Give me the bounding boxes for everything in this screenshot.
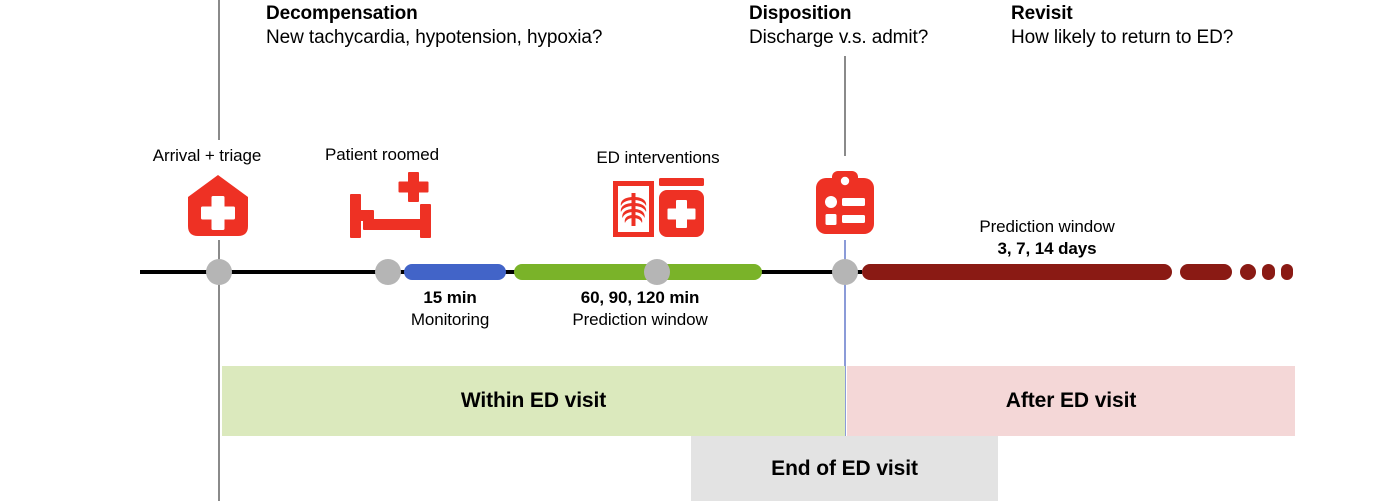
- guide-line-arrival-bottom: [218, 240, 220, 501]
- timeline-node-arrival: [206, 259, 232, 285]
- label-line-2: Prediction window: [572, 310, 708, 330]
- annotation-subtitle: How likely to return to ED?: [1011, 27, 1234, 49]
- segment-post-ed-dot-2: [1262, 264, 1275, 280]
- hospital-icon: [185, 174, 251, 238]
- guide-line-disposition-top: [844, 56, 846, 156]
- label-monitoring-window: 15 min Monitoring: [411, 287, 489, 331]
- timeline-node-roomed: [375, 259, 401, 285]
- annotation-title: Revisit: [1011, 3, 1073, 24]
- annotation-subtitle: Discharge v.s. admit?: [749, 27, 929, 49]
- annotation-decompensation: Decompensation New tachycardia, hypotens…: [266, 2, 602, 51]
- label-line-1: 15 min: [423, 288, 477, 307]
- band-end-of-ed-visit: End of ED visit: [691, 436, 998, 501]
- annotation-title: Disposition: [749, 3, 852, 24]
- segment-post-ed-dash-1: [1180, 264, 1232, 280]
- band-after-ed-visit: After ED visit: [847, 366, 1295, 436]
- label-line-1: 60, 90, 120 min: [580, 288, 700, 307]
- event-label-arrival-triage: Arrival + triage: [152, 146, 262, 165]
- segment-post-ed-dot-1: [1240, 264, 1256, 280]
- band-within-ed-visit: Within ED visit: [222, 366, 845, 436]
- annotation-revisit: Revisit How likely to return to ED?: [1011, 2, 1233, 51]
- label-line-1: Prediction window: [979, 217, 1115, 236]
- band-label: Within ED visit: [460, 389, 607, 412]
- label-in-ed-prediction-window: 60, 90, 120 min Prediction window: [572, 287, 707, 331]
- annotation-title: Decompensation: [266, 3, 418, 24]
- hospital-bed-icon: [348, 172, 438, 242]
- timeline-node-interventions: [644, 259, 670, 285]
- label-line-2: 3, 7, 14 days: [997, 239, 1097, 259]
- segment-in-ed-prediction: [514, 264, 762, 280]
- timeline-axis-left: [140, 270, 406, 274]
- annotation-subtitle: New tachycardia, hypotension, hypoxia?: [266, 27, 603, 49]
- guide-line-arrival-top: [218, 0, 220, 140]
- xray-and-medkit-icon: [613, 178, 704, 240]
- segment-monitoring: [404, 264, 506, 280]
- timeline-axis-right: [756, 270, 862, 274]
- label-post-ed-prediction-window: Prediction window 3, 7, 14 days: [979, 216, 1114, 260]
- clipboard-checklist-icon: [814, 171, 876, 235]
- timeline-node-disposition: [832, 259, 858, 285]
- segment-post-ed-dot-3: [1281, 264, 1293, 280]
- annotation-disposition: Disposition Discharge v.s. admit?: [749, 2, 928, 51]
- label-line-2: Monitoring: [410, 310, 490, 330]
- segment-post-ed-prediction: [862, 264, 1172, 280]
- band-label: After ED visit: [1005, 389, 1137, 412]
- band-label: End of ED visit: [771, 456, 918, 480]
- event-label-ed-interventions: ED interventions: [596, 148, 720, 167]
- guide-line-disposition-bottom: [844, 240, 846, 441]
- timeline-axis-middle: [498, 270, 518, 274]
- event-label-patient-roomed: Patient roomed: [325, 145, 439, 164]
